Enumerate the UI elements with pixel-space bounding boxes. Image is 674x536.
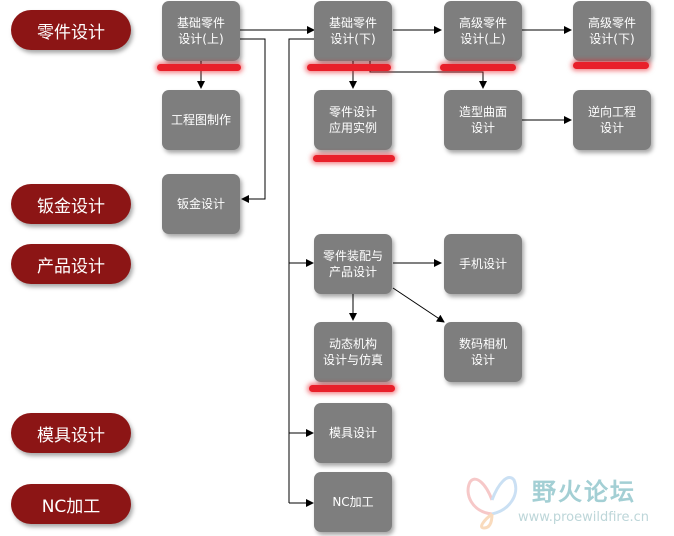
node-sheet-metal-design: 钣金设计	[162, 174, 240, 234]
highlight-basic-parts-2	[307, 64, 391, 71]
node-assembly-product-design: 零件装配与 产品设计	[314, 234, 392, 294]
category-sheet-metal-design: 钣金设计	[11, 184, 131, 224]
highlight-basic-parts-1	[157, 64, 241, 71]
highlight-parts-design-examples	[313, 155, 395, 162]
highlight-motion-simulation	[309, 385, 395, 392]
node-camera-design: 数码相机 设计	[444, 322, 522, 382]
category-parts-design: 零件设计	[11, 10, 131, 50]
category-nc-machining: NC加工	[11, 484, 131, 524]
node-motion-simulation: 动态机构 设计与仿真	[314, 322, 392, 382]
node-advanced-parts-design-2: 高级零件 设计(下)	[573, 1, 651, 61]
node-phone-design: 手机设计	[444, 234, 522, 294]
node-advanced-parts-design-1: 高级零件 设计(上)	[444, 1, 522, 61]
watermark-url: www.proewildfire.cn	[518, 510, 649, 525]
butterfly-logo-icon	[466, 476, 518, 530]
highlight-advanced-parts-1	[440, 64, 516, 71]
node-parts-design-examples: 零件设计 应用实例	[314, 90, 392, 150]
node-basic-parts-design-1: 基础零件 设计(上)	[162, 1, 240, 61]
category-product-design: 产品设计	[11, 244, 131, 284]
node-reverse-engineering: 逆向工程 设计	[573, 90, 651, 150]
node-nc-machining: NC加工	[314, 472, 392, 532]
node-mold-design: 模具设计	[314, 403, 392, 463]
node-engineering-drawing: 工程图制作	[162, 90, 240, 150]
category-mold-design: 模具设计	[11, 413, 131, 453]
node-basic-parts-design-2: 基础零件 设计(下)	[314, 1, 392, 61]
node-surface-modeling: 造型曲面 设计	[444, 90, 522, 150]
watermark-brand: 野火论坛	[532, 478, 636, 506]
highlight-advanced-parts-2	[573, 62, 649, 69]
